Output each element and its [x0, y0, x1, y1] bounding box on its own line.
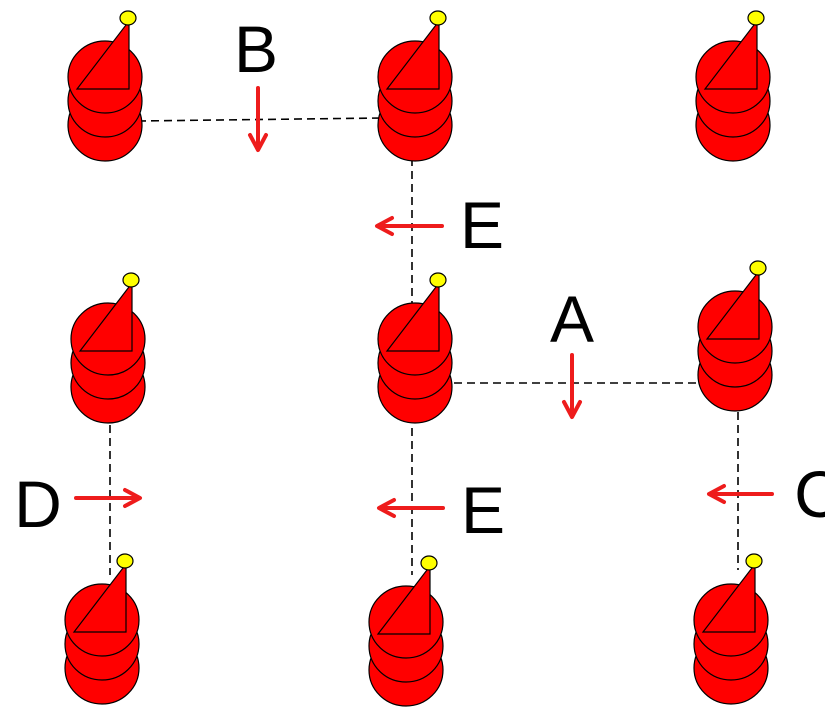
direction-arrows — [74, 86, 774, 518]
marker-r3c3 — [693, 553, 769, 705]
marker-tip — [116, 553, 134, 569]
marker-pointer — [376, 564, 431, 635]
marker-tip — [119, 10, 137, 26]
marker-r3c1 — [64, 553, 140, 705]
arrow-a — [562, 353, 582, 419]
marker-r2c2 — [377, 272, 453, 424]
label-e-upper: E — [460, 188, 504, 262]
marker-pointer — [385, 19, 440, 90]
arrow-e-upper — [375, 216, 444, 236]
arrow-d — [74, 488, 142, 508]
marker-r3c2 — [368, 555, 444, 707]
label-d: D — [14, 467, 62, 541]
label-c: C — [794, 457, 825, 531]
marker-tip — [745, 553, 763, 569]
marker-pointer — [75, 19, 130, 90]
marker-pointer — [72, 562, 127, 633]
marker-r2c3 — [697, 260, 773, 412]
marker-pointer — [78, 281, 133, 352]
arrow-e-lower — [377, 498, 445, 518]
marker-tip — [429, 272, 447, 288]
marker-pointer — [705, 269, 760, 340]
marker-r1c1 — [67, 10, 143, 162]
marker-pointer — [703, 19, 758, 90]
label-b: B — [234, 12, 278, 86]
marker-tip — [429, 10, 447, 26]
arrow-labels: B E A D E C — [14, 12, 825, 547]
marker-r2c1 — [70, 272, 146, 424]
marker-tip — [747, 10, 765, 26]
marker-tip — [749, 260, 767, 276]
marker-tip — [420, 555, 438, 571]
label-e-lower: E — [461, 473, 505, 547]
marker-r1c2 — [377, 10, 453, 162]
label-a: A — [550, 282, 594, 356]
marker-pointer — [701, 562, 756, 633]
arrow-b — [248, 86, 268, 152]
marker-r1c3 — [695, 10, 771, 162]
marker-pointer — [385, 281, 440, 352]
marker-tip — [122, 272, 140, 288]
arrow-c — [707, 484, 774, 504]
